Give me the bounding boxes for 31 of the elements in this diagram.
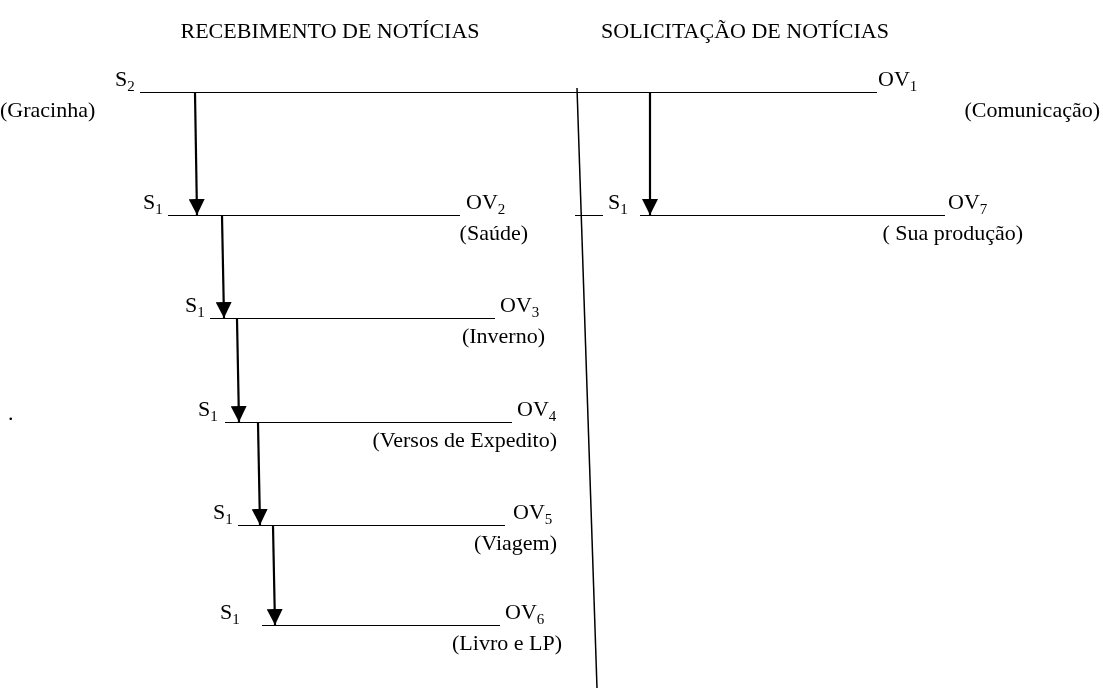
value-label: (Viagem) — [474, 530, 557, 556]
object-label: OV$_{3}$ — [500, 292, 540, 318]
subject-label: S$_{1}$ — [220, 599, 240, 625]
arrow — [266, 525, 283, 626]
subject-label: S$_{1}$ — [198, 396, 218, 422]
stray-dot: . — [8, 400, 14, 426]
object-label: OV$_{6}$ — [505, 599, 545, 625]
object-label: OV$_{2}$ — [466, 189, 506, 215]
value-label: (Livro e LP) — [452, 630, 562, 656]
subject-label: S$_{2}$ — [115, 66, 135, 92]
arrow — [642, 93, 658, 215]
arrow — [230, 318, 247, 423]
subject-label: S$_{1}$ — [185, 292, 205, 318]
heading: SOLICITAÇÃO DE NOTÍCIAS — [601, 18, 889, 44]
subject-label: S$_{1}$ — [608, 189, 628, 215]
object-label: OV$_{7}$ — [948, 189, 988, 215]
object-label: OV$_{4}$ — [517, 396, 557, 422]
value-label: (Comunicação) — [964, 97, 1100, 123]
heading: RECEBIMENTO DE NOTÍCIAS — [180, 18, 480, 44]
object-label: OV$_{1}$ — [878, 66, 918, 92]
value-label: (Inverno) — [461, 323, 545, 349]
value-label: (Saúde) — [459, 220, 528, 246]
arrow — [215, 215, 232, 319]
subject-label: S$_{1}$ — [213, 499, 233, 525]
arrow — [251, 422, 268, 526]
value-label: (Gracinha) — [0, 97, 96, 123]
object-label: OV$_{5}$ — [513, 499, 553, 525]
value-label: (Versos de Expedito) — [372, 427, 557, 453]
arrow — [188, 93, 205, 215]
subject-label: S$_{1}$ — [143, 189, 163, 215]
value-label: ( Sua produção) — [882, 220, 1023, 246]
